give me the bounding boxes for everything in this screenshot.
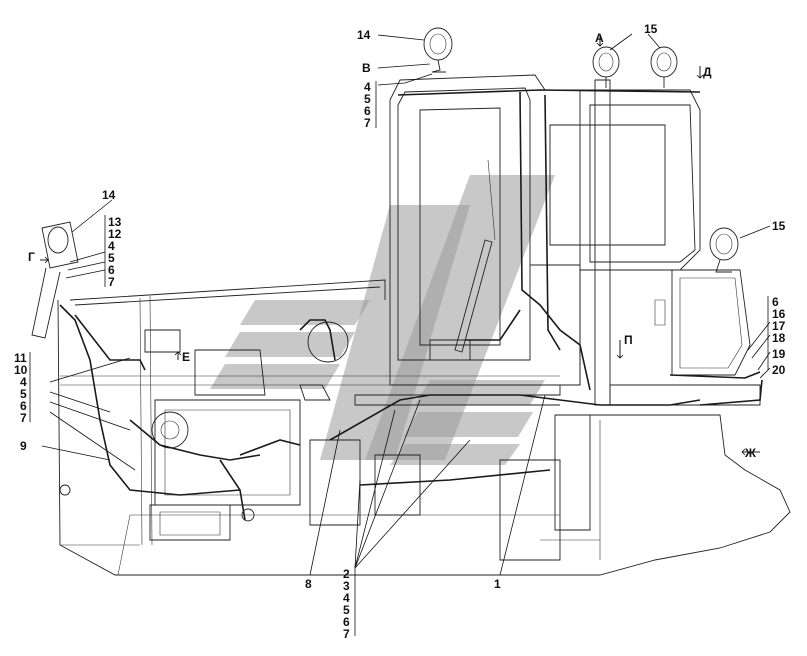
right-stack-1: 16 — [772, 307, 786, 321]
left-stack-3: 5 — [108, 251, 115, 265]
watermark-logo — [210, 175, 555, 465]
callout-labels: 14 В А 15 Д 4 5 6 7 14 Г 13 12 4 5 6 7 1… — [14, 22, 786, 641]
rear-lamp — [709, 227, 739, 273]
left-stack-5: 7 — [108, 275, 115, 289]
label-harness-1: 1 — [494, 577, 501, 591]
label-view-d: Д — [703, 65, 712, 79]
bottom-stack-5: 7 — [343, 627, 350, 641]
label-view-zh: Ж — [744, 446, 756, 460]
label-left-lamp: 14 — [102, 188, 116, 202]
right-stack-2: 17 — [772, 319, 786, 333]
cab-stack-2: 6 — [364, 104, 371, 118]
cab-lamp-right-b — [650, 46, 678, 88]
label-rear-lamp: 15 — [772, 219, 786, 233]
mid-stack-4: 6 — [20, 399, 27, 413]
label-view-g: Г — [28, 250, 35, 264]
mid-stack-3: 5 — [20, 387, 27, 401]
left-stack-2: 4 — [108, 239, 115, 253]
label-harness-9: 9 — [20, 439, 27, 453]
label-view-b: В — [362, 61, 371, 75]
label-harness-8: 8 — [305, 577, 312, 591]
right-stack-5: 20 — [772, 363, 786, 377]
front-lamp — [31, 221, 79, 339]
bottom-stack-2: 4 — [343, 591, 350, 605]
mid-stack-1: 10 — [14, 363, 28, 377]
bottom-stack-0: 2 — [343, 567, 350, 581]
cab-stack-0: 4 — [364, 80, 371, 94]
wire-harness — [59, 89, 763, 522]
bottom-stack-3: 5 — [343, 603, 350, 617]
cab-lamp-right-a — [592, 46, 620, 88]
machine-body — [57, 74, 791, 576]
mid-stack-5: 7 — [20, 411, 27, 425]
label-cab-lamp-right: 15 — [644, 22, 658, 36]
cab-lamp-left — [423, 27, 453, 73]
right-stack-3: 18 — [772, 331, 786, 345]
label-view-a: А — [595, 31, 604, 45]
label-view-e: Е — [182, 350, 190, 364]
right-stack-0: 6 — [772, 295, 779, 309]
mid-stack-0: 11 — [14, 351, 27, 365]
label-view-p: П — [624, 333, 633, 347]
view-arrows — [40, 34, 760, 456]
left-stack-0: 13 — [108, 215, 122, 229]
cab-stack-1: 5 — [364, 92, 371, 106]
right-stack-4: 19 — [772, 347, 786, 361]
bottom-stack-4: 6 — [343, 615, 350, 629]
label-cab-lamp-left: 14 — [357, 28, 371, 42]
mid-stack-2: 4 — [20, 375, 27, 389]
bottom-stack-1: 3 — [343, 579, 350, 593]
left-stack-1: 12 — [108, 227, 122, 241]
cab-stack-3: 7 — [364, 116, 371, 130]
left-stack-4: 6 — [108, 263, 115, 277]
